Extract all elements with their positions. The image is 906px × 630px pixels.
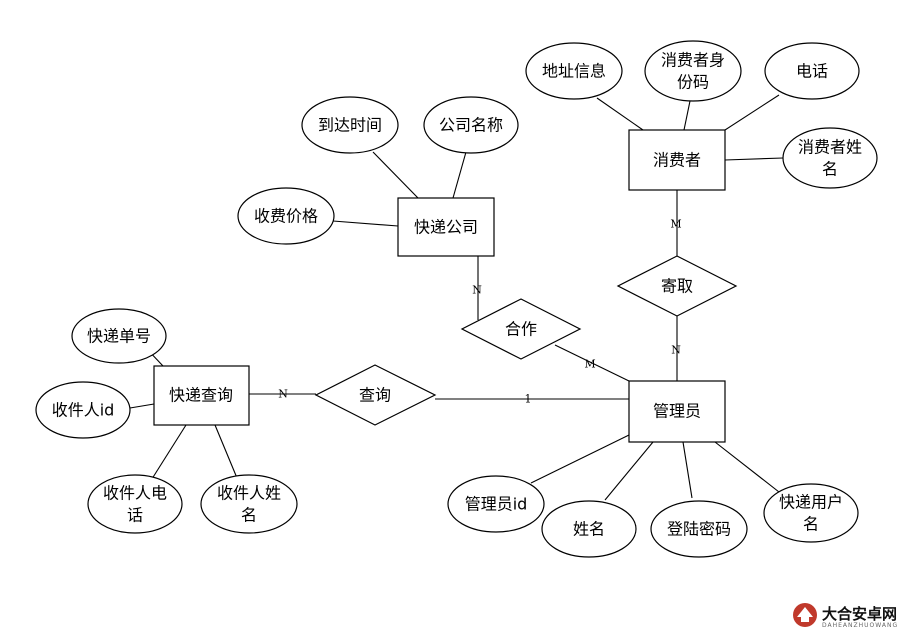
cardinality-company-cooperate: N [472,284,482,297]
edge-login-password [682,441,693,499]
attr-name[interactable]: 姓名 [541,500,637,558]
attr-recipient-id-label: 收件人id [52,401,115,420]
edge-admin-id [530,434,630,484]
edge-recipient-phone [149,424,187,483]
attr-login-password-label: 登陆密码 [667,520,731,539]
cardinality-cooperate-admin: M [584,358,595,371]
edge-cooperate-admin [554,344,630,382]
attr-company-name[interactable]: 公司名称 [423,96,519,154]
cardinality-query-express: N [278,388,288,401]
attr-recipient-phone-line2: 话 [127,506,143,525]
attr-company-name-label: 公司名称 [439,116,503,135]
edge-consumer-name [724,157,784,161]
cardinality-send-admin: N [671,344,681,357]
cardinality-query-admin: 1 [525,393,532,406]
edge-phone [724,94,780,131]
attr-consumer-id-no[interactable]: 消费者身 份码 [644,40,742,102]
attr-arrival-time[interactable]: 到达时间 [301,96,399,154]
attr-recipient-phone-line1: 收件人电 [103,484,167,503]
watermark-subtext: DAHEANZHUOWANG [822,622,898,629]
edge-fee-price [332,220,399,227]
attr-express-username-line2: 名 [803,515,819,534]
attr-arrival-time-label: 到达时间 [318,116,382,135]
entity-express-query[interactable]: 快递查询 [153,365,250,426]
attr-consumer-name[interactable]: 消费者姓 名 [782,127,878,189]
watermark-logo: 大合安卓网 DAHEANZHUOWANG [793,603,898,629]
attr-express-username[interactable]: 快递用户 名 [763,483,859,543]
attr-admin-id-label: 管理员id [465,495,528,514]
attr-tracking-no-label: 快递单号 [87,327,151,346]
edge-recipient-name [214,424,238,479]
watermark-text: 大合安卓网 [822,605,897,623]
entity-admin-label: 管理员 [653,402,701,421]
attr-fee-price[interactable]: 收费价格 [237,187,335,245]
attr-tracking-no[interactable]: 快递单号 [71,308,167,364]
edge-consumer-id-no [683,100,691,131]
relationship-send-pickup[interactable]: 寄取 [616,255,738,317]
attr-address-info-label: 地址信息 [542,62,606,81]
relationship-send-pickup-label: 寄取 [661,277,693,296]
edge-arrival-time [372,151,419,199]
attr-consumer-name-line2: 名 [822,160,838,179]
attr-consumer-name-line1: 消费者姓 [798,138,862,157]
connection-lines [129,94,784,501]
attr-recipient-name-line2: 名 [241,506,257,525]
relationship-query-label: 查询 [359,386,391,405]
entity-consumer[interactable]: 消费者 [628,129,726,191]
attr-recipient-id[interactable]: 收件人id [35,381,131,439]
relationship-cooperate[interactable]: 合作 [460,298,582,360]
edge-address-info [596,97,644,131]
edge-name [604,441,654,501]
attr-name-label: 姓名 [573,520,605,539]
entity-consumer-label: 消费者 [653,151,701,170]
entity-courier-company-label: 快递公司 [414,218,478,237]
attr-login-password[interactable]: 登陆密码 [650,500,748,558]
attr-phone[interactable]: 电话 [764,42,860,100]
cardinality-labels: N M M N N 1 [278,218,681,406]
attr-fee-price-label: 收费价格 [254,207,318,226]
attr-recipient-name[interactable]: 收件人姓 名 [200,474,298,534]
edge-company-name [452,151,467,199]
attr-phone-label: 电话 [796,62,828,81]
entity-express-query-label: 快递查询 [169,386,233,405]
edge-express-username [714,441,780,493]
entity-admin[interactable]: 管理员 [628,380,726,443]
edge-recipient-id [129,403,155,409]
attr-recipient-name-line1: 收件人姓 [217,484,281,503]
entity-courier-company[interactable]: 快递公司 [397,197,495,257]
attr-consumer-id-no-line1: 消费者身 [661,51,725,70]
relationship-query[interactable]: 查询 [314,364,437,426]
cardinality-consumer-send: M [670,218,681,231]
attr-consumer-id-no-line2: 份码 [677,73,709,92]
relationship-cooperate-label: 合作 [505,320,537,339]
attr-admin-id[interactable]: 管理员id [447,475,545,533]
attr-express-username-line1: 快递用户 [779,493,843,512]
attr-address-info[interactable]: 地址信息 [525,42,623,100]
attr-recipient-phone[interactable]: 收件人电 话 [87,474,183,534]
